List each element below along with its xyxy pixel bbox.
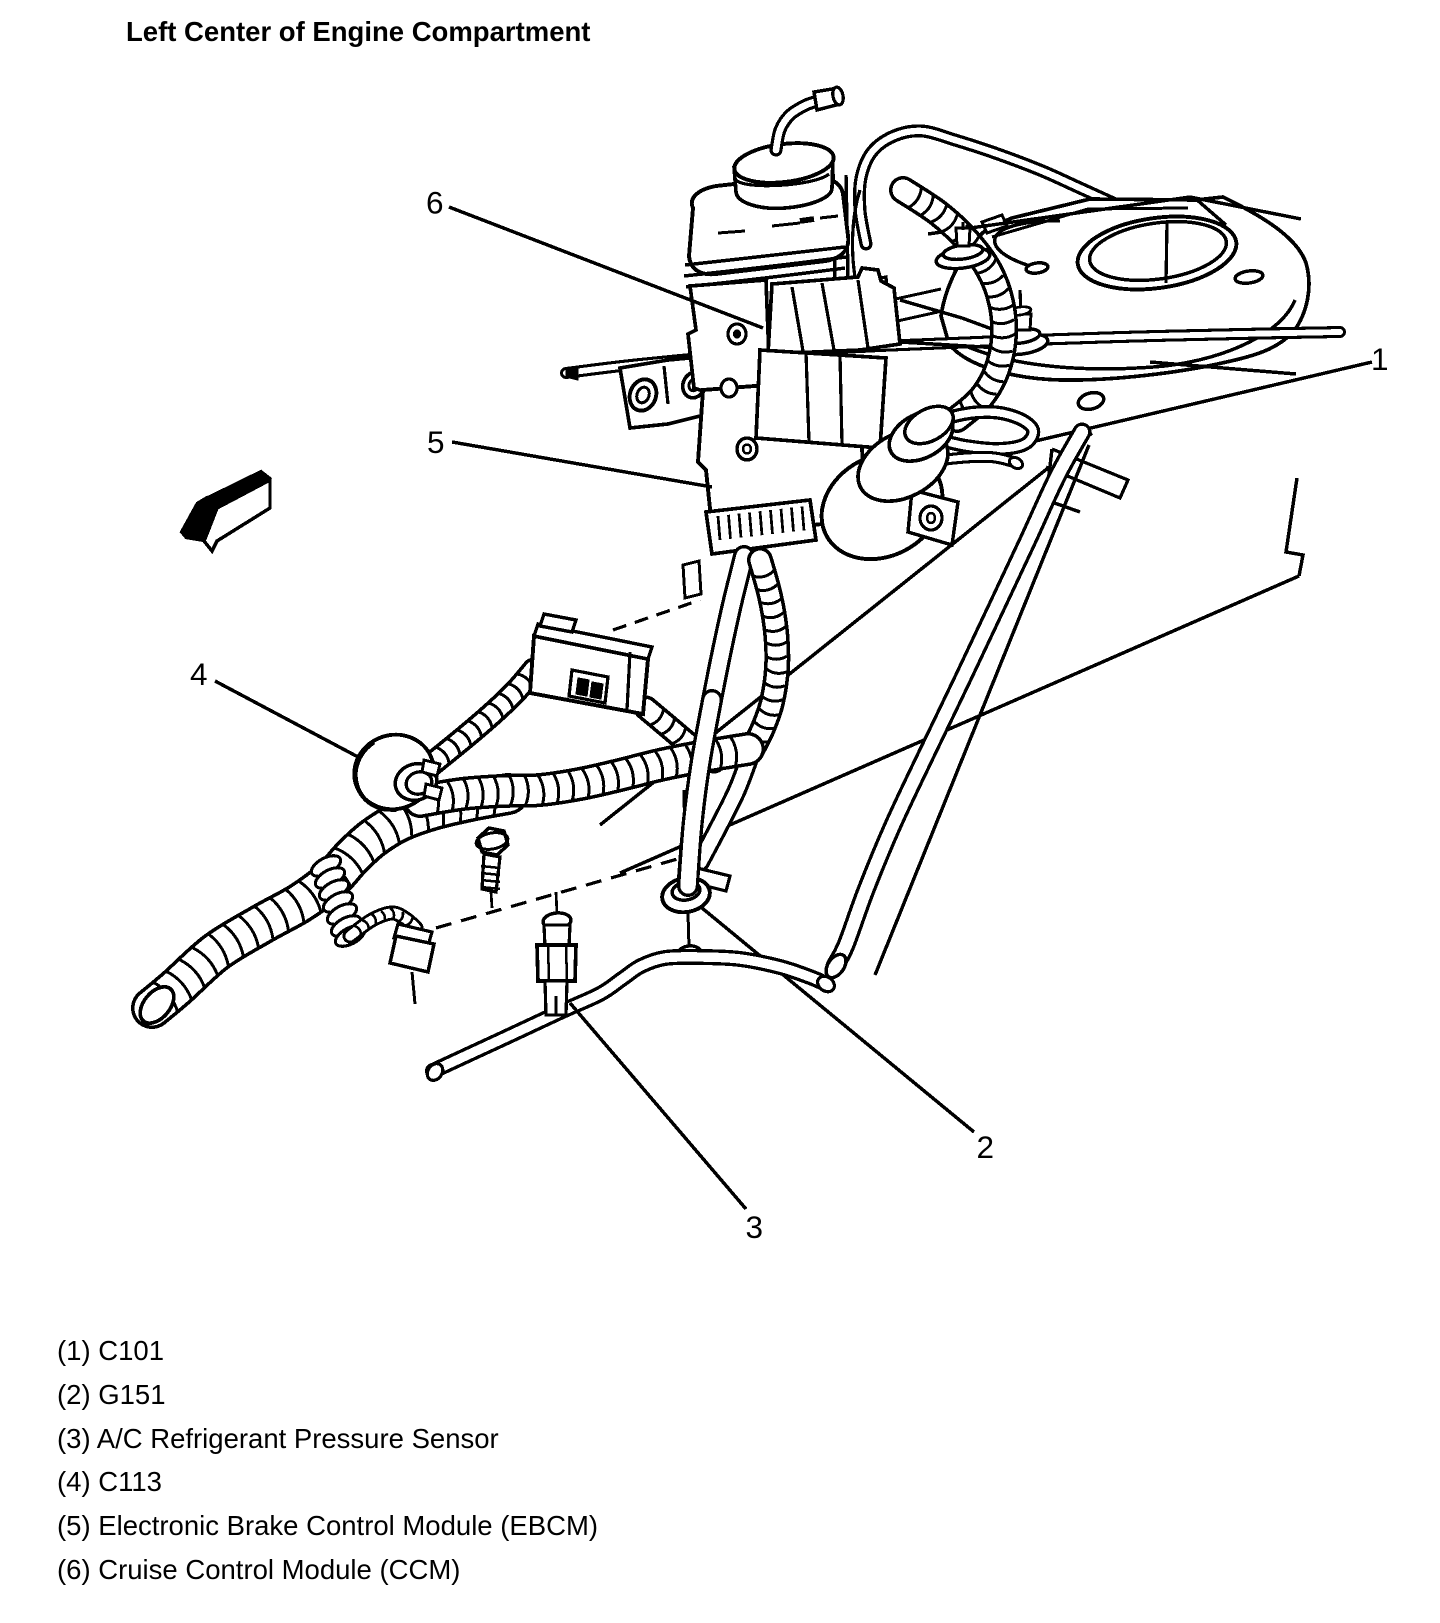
svg-text:3: 3 bbox=[746, 1209, 764, 1245]
svg-text:5: 5 bbox=[427, 424, 445, 460]
svg-text:4: 4 bbox=[190, 656, 208, 692]
svg-text:1: 1 bbox=[1371, 341, 1389, 377]
svg-text:2: 2 bbox=[977, 1129, 995, 1165]
svg-text:6: 6 bbox=[426, 185, 444, 221]
